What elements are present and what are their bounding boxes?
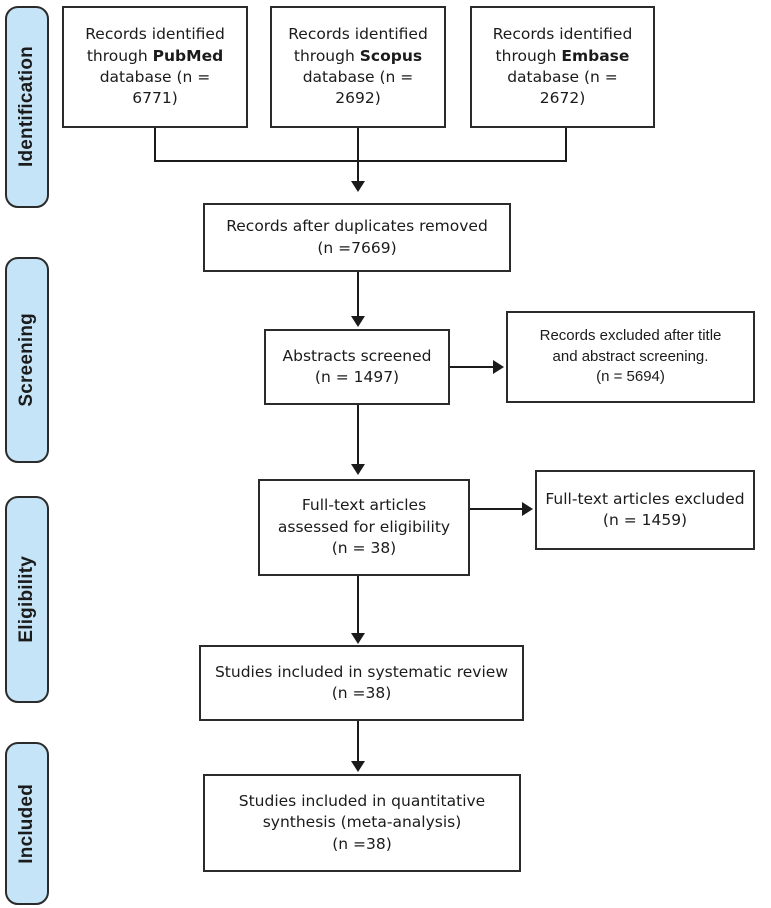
arrow-merge-to-duplicates — [351, 181, 365, 192]
arrow-duplicates-to-abstracts — [351, 316, 365, 327]
source-name-pubmed: PubMed — [152, 46, 224, 65]
box-included-systematic-review-text: Studies included in systematic review (n… — [214, 662, 509, 702]
connector-embase-stub — [565, 128, 567, 162]
box-fulltext-excluded-text: Full-text articles excluded (n = 1459) — [545, 489, 745, 529]
box-records-excluded-text: Records excluded after title and abstrac… — [539, 327, 722, 386]
box-fulltext-assessed: Full-text articles assessed for eligibil… — [258, 479, 470, 576]
box-records-scopus: Records identified through Scopus databa… — [270, 6, 446, 128]
connector-fulltext-to-excluded — [470, 508, 524, 510]
arrow-fulltext-to-excluded — [522, 502, 533, 516]
box-records-scopus-text: Records identified through Scopus databa… — [288, 25, 428, 108]
arrow-fulltext-to-included — [351, 633, 365, 644]
box-duplicates-removed-text: Records after duplicates removed (n =766… — [226, 217, 488, 257]
box-records-pubmed: Records identified through PubMed databa… — [62, 6, 248, 128]
box-included-systematic-review: Studies included in systematic review (n… — [199, 645, 524, 721]
box-fulltext-assessed-text: Full-text articles assessed for eligibil… — [277, 496, 451, 558]
stage-label-screening: Screening — [16, 313, 37, 407]
connector-systematic-to-quantitative — [357, 721, 359, 765]
box-included-quantitative-synthesis-text: Studies included in quantitative synthes… — [238, 791, 486, 853]
box-included-quantitative-synthesis: Studies included in quantitative synthes… — [203, 774, 521, 872]
connector-abstracts-to-excluded — [450, 366, 495, 368]
box-records-embase-text: Records identified through Embase databa… — [492, 25, 633, 108]
arrow-abstracts-to-excluded — [493, 360, 504, 374]
stage-pill-identification: Identification — [5, 6, 49, 208]
stage-pill-screening: Screening — [5, 257, 49, 463]
stage-label-included: Included — [16, 783, 37, 864]
connector-fulltext-to-included — [357, 576, 359, 636]
source-name-embase: Embase — [561, 46, 630, 65]
arrow-systematic-to-quantitative — [351, 761, 365, 772]
box-records-pubmed-text: Records identified through PubMed databa… — [85, 25, 225, 108]
connector-duplicates-to-abstracts — [357, 272, 359, 320]
stage-label-identification: Identification — [16, 46, 37, 168]
box-duplicates-removed: Records after duplicates removed (n =766… — [203, 203, 511, 272]
stage-label-eligibility: Eligibility — [16, 556, 37, 643]
stage-pill-eligibility: Eligibility — [5, 496, 49, 703]
connector-abstracts-to-fulltext — [357, 405, 359, 467]
connector-pubmed-stub — [154, 128, 156, 162]
box-records-excluded: Records excluded after title and abstrac… — [506, 311, 755, 403]
box-fulltext-excluded: Full-text articles excluded (n = 1459) — [535, 470, 755, 550]
box-abstracts-screened-text: Abstracts screened (n = 1497) — [282, 346, 432, 386]
stage-pill-included: Included — [5, 742, 49, 905]
arrow-abstracts-to-fulltext — [351, 464, 365, 475]
connector-merge-bus — [154, 160, 567, 162]
connector-scopus-to-merge — [357, 128, 359, 184]
source-name-scopus: Scopus — [359, 46, 423, 65]
box-records-embase: Records identified through Embase databa… — [470, 6, 655, 128]
box-abstracts-screened: Abstracts screened (n = 1497) — [264, 329, 450, 405]
